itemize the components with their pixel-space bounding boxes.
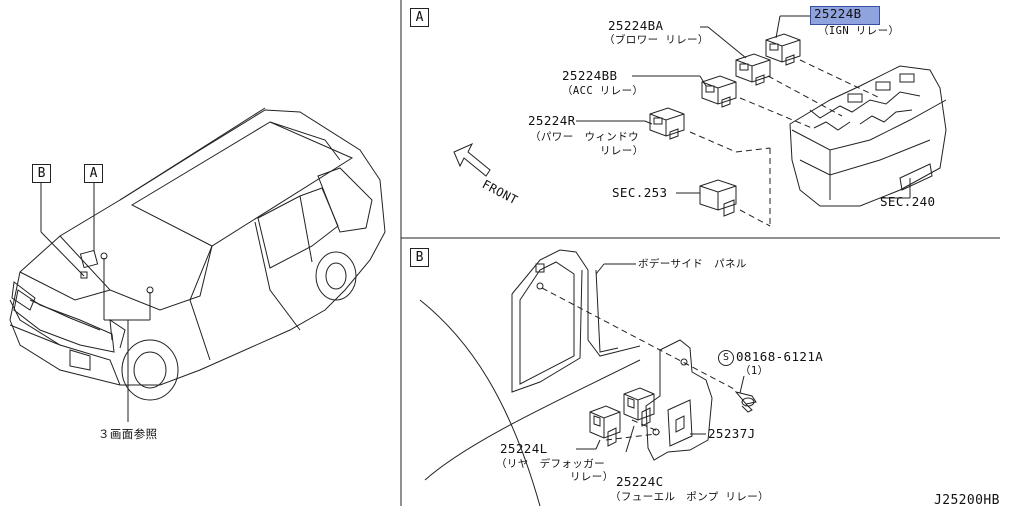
relay-power-window: [649, 107, 685, 140]
part-name-blower-relay: （ブロワー リレー）: [604, 34, 709, 46]
part-number-25224c[interactable]: 25224C: [616, 474, 664, 489]
section-a-artwork: [453, 15, 947, 227]
part-name-ign-relay: （IGN リレー）: [818, 25, 900, 37]
part-number-08168-6121a[interactable]: 08168-6121A: [736, 349, 824, 364]
part-number-25224b[interactable]: 25224B: [814, 6, 862, 21]
part-number-25224r[interactable]: 25224R: [528, 113, 576, 128]
relay-blower: [735, 53, 771, 86]
part-number-25237j[interactable]: 25237J: [708, 426, 756, 441]
screw-quantity: （1）: [740, 365, 769, 377]
section-ref-253[interactable]: SEC.253: [612, 185, 668, 200]
part-number-25224bb[interactable]: 25224BB: [562, 68, 618, 83]
section-ref-240[interactable]: SEC.240: [880, 194, 936, 209]
vehicle-illustration: [9, 107, 386, 401]
car-marker-a[interactable]: A: [84, 164, 103, 183]
car-marker-b[interactable]: B: [32, 164, 51, 183]
relay-rear-defogger: [589, 405, 621, 447]
screw: [734, 375, 757, 413]
relay-sec253: [699, 179, 737, 217]
relay-fuel-pump: [623, 387, 655, 427]
section-a-marker[interactable]: A: [410, 8, 429, 27]
part-highlight-25224b[interactable]: [810, 6, 880, 25]
body-side-panel-label: ボデーサイド パネル: [638, 258, 747, 270]
vehicle-leader-lines: [40, 182, 151, 422]
diagram-id: J25200HB: [934, 493, 1000, 508]
part-number-25224ba[interactable]: 25224BA: [608, 18, 664, 33]
section-b-artwork: [419, 249, 757, 507]
part-name-power-window-relay: リレー）: [600, 145, 644, 157]
section-b-marker[interactable]: B: [410, 248, 429, 267]
part-name-acc-relay: （ACC リレー）: [562, 85, 644, 97]
part-name-rear-defogger-relay: リレー）: [570, 471, 614, 483]
junction-block: [789, 65, 947, 207]
part-number-25224l[interactable]: 25224L: [500, 441, 548, 456]
part-name-power-window: （パワー ウィンドウ: [530, 131, 639, 143]
part-name-rear-defogger: （リヤ デフォッガー: [496, 458, 605, 470]
relay-acc: [701, 75, 737, 108]
screw-symbol: S: [718, 350, 734, 366]
screen-reference-note: ３画面参照: [98, 427, 158, 441]
part-name-fuel-pump-relay: （フューエル ポンプ リレー）: [610, 491, 770, 503]
relay-ign: [765, 33, 801, 66]
front-arrow: [453, 142, 491, 177]
